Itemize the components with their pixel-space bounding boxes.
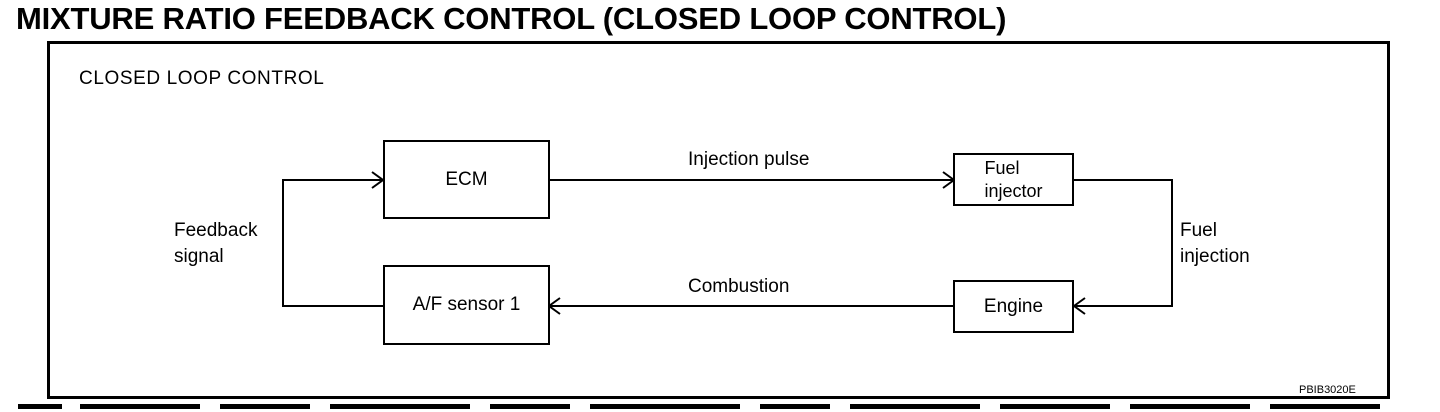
- fuel-injector-box: Fuel injector: [953, 153, 1074, 206]
- fuel-injector-label-line1: Fuel: [984, 157, 1020, 178]
- injection-pulse-label: Injection pulse: [688, 149, 810, 170]
- feedback-signal-label-line1: Feedback: [174, 220, 258, 241]
- af-sensor-box: A/F sensor 1: [383, 265, 550, 345]
- feedback-signal-line: [282, 179, 383, 307]
- fuel-injection-line: [1073, 179, 1173, 307]
- engine-label: Engine: [983, 295, 1044, 317]
- reference-code: PBIB3020E: [1299, 384, 1356, 396]
- diagram-subtitle: CLOSED LOOP CONTROL: [79, 68, 325, 89]
- ecm-label: ECM: [445, 168, 488, 190]
- cropped-text-strip: [0, 402, 1440, 412]
- fuel-injection-label-line2: injection: [1180, 246, 1250, 267]
- ecm-box: ECM: [383, 140, 550, 219]
- af-sensor-label: A/F sensor 1: [412, 294, 521, 315]
- fuel-injection-label-line1: Fuel: [1180, 220, 1217, 241]
- page-title: MIXTURE RATIO FEEDBACK CONTROL (CLOSED L…: [16, 1, 1007, 36]
- engine-box: Engine: [953, 280, 1074, 333]
- fuel-injection-arrowhead: [1072, 297, 1086, 315]
- diagram-frame: [47, 41, 1390, 399]
- fuel-injector-label-line2: injector: [984, 180, 1043, 201]
- combustion-label: Combustion: [688, 276, 790, 297]
- feedback-signal-label-line2: signal: [174, 246, 224, 267]
